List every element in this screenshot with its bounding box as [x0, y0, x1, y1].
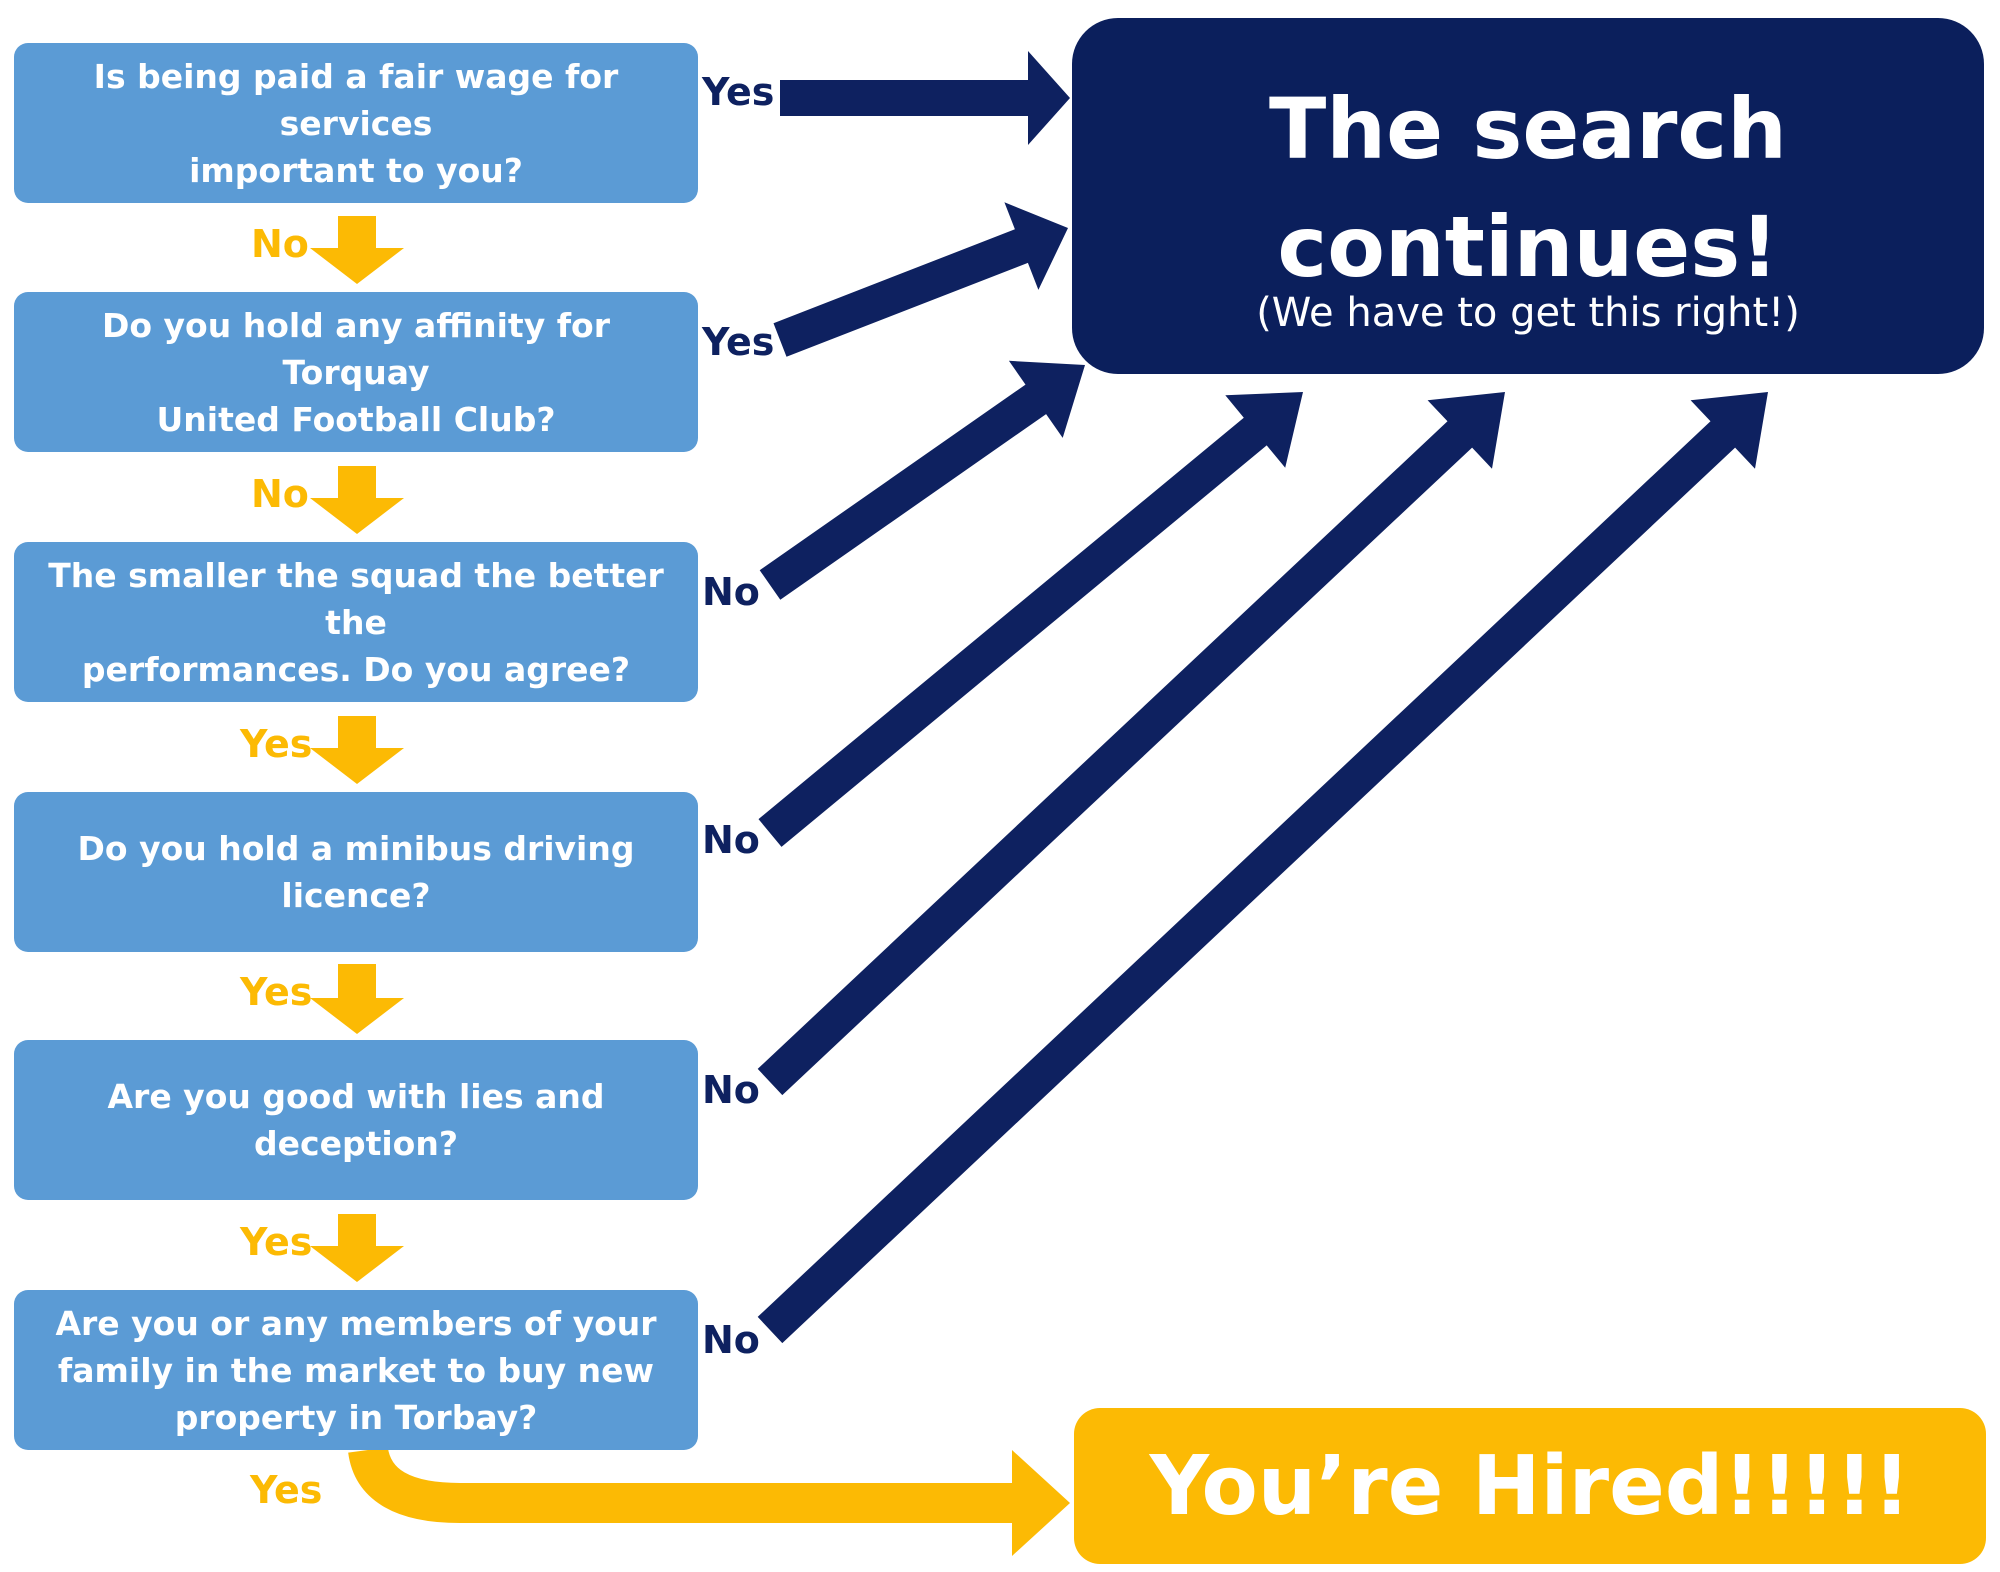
side-arrow-4: [758, 392, 1303, 847]
question-6-line-3: property in Torbay?: [174, 1397, 538, 1437]
down-arrow-1: [310, 216, 404, 284]
youre-hired-box: You’re Hired!!!!!: [1074, 1408, 1986, 1564]
question-box-5: Are you good with lies and deception?: [14, 1040, 698, 1200]
hired-arrow-shaft: [348, 1446, 1012, 1523]
side-answer-label-3: No: [702, 570, 760, 614]
side-answer-label-1: Yes: [702, 70, 775, 114]
side-arrow-6: [757, 392, 1768, 1344]
side-answer-label-6: No: [702, 1318, 760, 1362]
question-1-line-2: important to you?: [189, 150, 523, 190]
question-box-1: Is being paid a fair wage for services im…: [14, 43, 698, 203]
side-arrow-2: [773, 202, 1068, 357]
question-2-line-2: United Football Club?: [156, 399, 556, 439]
down-arrow-2: [310, 466, 404, 534]
question-box-6: Are you or any members of your family in …: [14, 1290, 698, 1450]
down-answer-label-1: No: [251, 222, 309, 266]
side-answer-label-4: No: [702, 818, 760, 862]
question-5-line-1: Are you good with lies and: [107, 1077, 605, 1116]
side-arrow-3: [759, 360, 1085, 600]
side-arrow-1: [780, 51, 1070, 145]
down-arrow-5: [310, 1214, 404, 1282]
down-answer-label-5: Yes: [240, 1220, 313, 1264]
down-arrow-4: [310, 964, 404, 1034]
question-3-line-2: performances. Do you agree?: [81, 649, 631, 689]
question-6-line-1: Are you or any members of your: [55, 1303, 657, 1343]
side-arrow-5: [757, 392, 1505, 1096]
search-continues-box: The search continues! (We have to get th…: [1072, 18, 1984, 374]
question-5-line-2: deception?: [254, 1124, 458, 1163]
down-arrow-3: [310, 716, 404, 784]
down-answer-label-6: Yes: [250, 1468, 323, 1512]
youre-hired-title: You’re Hired!!!!!: [1149, 1438, 1911, 1534]
hired-arrow-head: [1012, 1450, 1070, 1556]
question-4-line-2: licence?: [281, 876, 431, 915]
side-arrows: [757, 51, 1768, 1344]
search-continues-title: The search continues!: [1269, 80, 1787, 296]
question-1-line-1: Is being paid a fair wage for services: [93, 56, 619, 143]
question-box-3: The smaller the squad the better the perf…: [14, 542, 698, 702]
question-3-line-1: The smaller the squad the better the: [48, 555, 664, 642]
question-6-line-2: family in the market to buy new: [57, 1350, 655, 1390]
down-answer-label-4: Yes: [240, 970, 313, 1014]
down-arrows: [310, 216, 404, 1282]
hired-arrow: [348, 1446, 1070, 1556]
question-4-line-1: Do you hold a minibus driving: [77, 829, 635, 868]
side-answer-label-5: No: [702, 1068, 760, 1112]
question-2-line-1: Do you hold any affinity for Torquay: [101, 305, 611, 392]
search-continues-subtitle: (We have to get this right!): [1256, 290, 1800, 336]
side-answer-label-2: Yes: [702, 320, 775, 364]
down-answer-label-3: Yes: [240, 722, 313, 766]
down-answer-label-2: No: [251, 472, 309, 516]
question-box-4: Do you hold a minibus driving licence?: [14, 792, 698, 952]
